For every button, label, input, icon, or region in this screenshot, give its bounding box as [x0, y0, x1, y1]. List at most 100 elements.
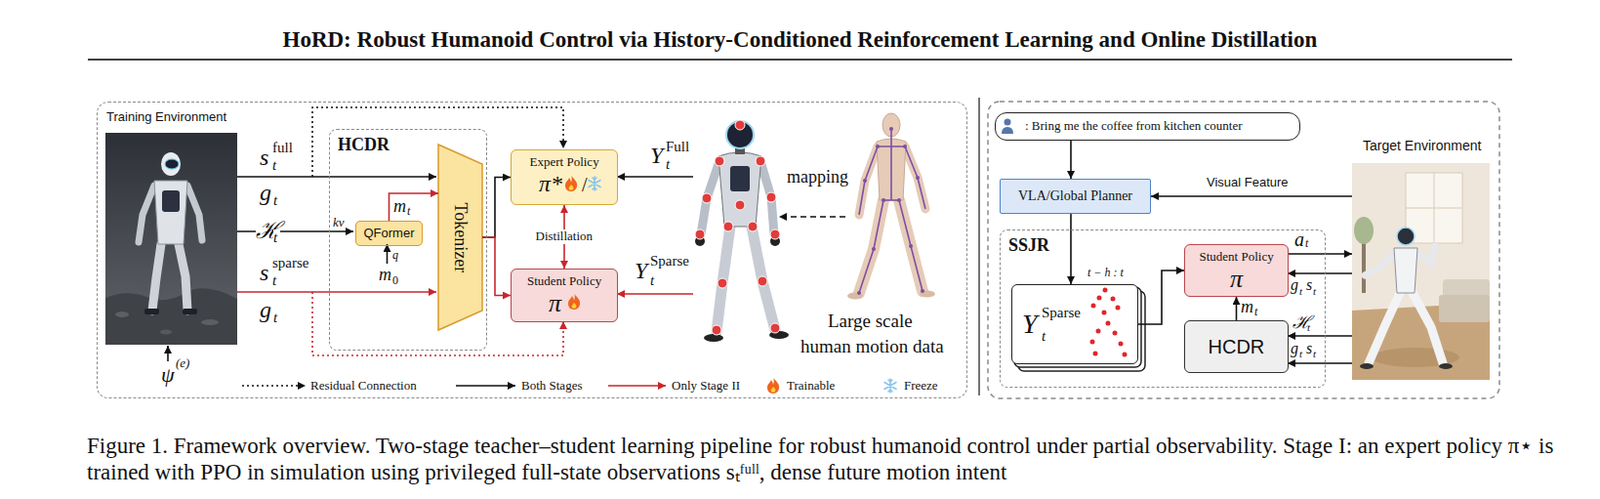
- connector-arrow: [1138, 270, 1185, 325]
- label-text: t: [273, 309, 278, 327]
- legend-samples-part: [455, 384, 516, 387]
- label-text: t: [1305, 237, 1309, 251]
- sim-robot-image-part: [144, 308, 160, 315]
- trajectory-stack-part-part: [1118, 341, 1124, 347]
- node-text: t: [1041, 328, 1046, 345]
- room-scene-part: [1359, 363, 1374, 370]
- label-text: kv: [332, 215, 345, 231]
- node-text: π: [548, 288, 562, 319]
- box-fill: [355, 220, 423, 247]
- label-text: Y: [634, 257, 648, 286]
- signal-lines-part: [237, 290, 437, 293]
- label-text: s: [259, 259, 269, 288]
- trajectory-stack: [1010, 283, 1146, 371]
- trajectory-stack-part-part: [1106, 321, 1111, 327]
- sim-robot-image-part: [162, 190, 180, 212]
- label-text: m: [393, 196, 407, 217]
- humanoid-robot-part-part: [757, 276, 768, 287]
- snowflake-icon: [588, 176, 601, 191]
- human-figure-part-part: [920, 288, 925, 293]
- signal-lines-part: [1287, 252, 1353, 255]
- human-figure-part: [859, 128, 926, 293]
- label-text: t: [273, 229, 278, 247]
- humanoid-robot-part-part: [770, 323, 780, 333]
- person-icon-part: [1004, 119, 1012, 126]
- node-text: Sparse: [1041, 304, 1081, 322]
- label-text: s: [259, 144, 269, 172]
- figure-title: HoRD: Robust Humanoid Control via Histor…: [283, 27, 1318, 53]
- label-text: m: [1240, 296, 1254, 318]
- label-text: full: [272, 139, 293, 157]
- sim-robot-image-part: [178, 244, 188, 311]
- legend-samples-part: [608, 384, 666, 387]
- module-box: QFormer: [355, 220, 423, 247]
- humanoid-robot-part-part: [723, 221, 734, 232]
- humanoid-robot: [695, 120, 789, 342]
- signal-lines: [167, 107, 1353, 364]
- trajectory-stack-part-part: [1090, 339, 1096, 345]
- sim-robot-image-part: [182, 308, 198, 315]
- signal-lines-part: [166, 345, 169, 362]
- label-text: human motion data: [800, 335, 944, 358]
- room-scene: [1352, 163, 1490, 380]
- label-text: m: [378, 264, 392, 286]
- sim-robot-image-part: [138, 185, 155, 243]
- room-scene-part: [1364, 251, 1395, 276]
- human-figure-part-part: [862, 178, 867, 183]
- sim-robot-image-part: [105, 132, 238, 345]
- humanoid-robot-part: [703, 333, 724, 342]
- room-scene-part: [1412, 292, 1443, 364]
- label-text: mapping: [786, 166, 849, 188]
- module-box: HCDRQFormerTokenizer: [328, 128, 488, 351]
- label-text: ψ: [161, 362, 175, 387]
- sim-robot-image-part: [115, 311, 129, 318]
- connector-arrow: [1235, 296, 1238, 321]
- room-scene-part: [1368, 292, 1400, 364]
- policy-box: Expert Policyπ*/: [510, 149, 618, 206]
- node-text: π: [1230, 264, 1243, 294]
- label-text: t: [1254, 305, 1258, 320]
- humanoid-robot-part: [718, 152, 762, 227]
- label-text: Large scale: [827, 310, 913, 332]
- module-box: SSJRYSparsetStudent PolicyπHCDR: [999, 229, 1326, 388]
- signal-lines-part: [237, 175, 437, 178]
- label-text: t: [1299, 285, 1303, 298]
- trajectory-stack-part-part: [1091, 303, 1097, 309]
- humanoid-robot-part-part: [770, 229, 780, 240]
- legend-samples-part: [242, 384, 306, 387]
- signal-lines-part: [312, 291, 564, 356]
- legend-text: Only Stage II: [671, 378, 740, 394]
- node-text: Student Policy: [1199, 249, 1274, 265]
- fire-icon: [767, 377, 780, 394]
- label-text: t: [273, 192, 278, 209]
- snowflake-icon: [884, 378, 897, 393]
- label-text: a: [1294, 228, 1305, 251]
- humanoid-robot-part: [716, 226, 731, 332]
- node-text: : Bring me the coffee from kitchen count…: [1025, 119, 1243, 134]
- room-scene-part: [1394, 247, 1418, 293]
- label-text: t: [665, 156, 670, 173]
- humanoid-robot-part: [726, 121, 754, 149]
- signal-lines-part: [616, 175, 694, 178]
- human-figure-part-part: [857, 290, 862, 295]
- node-text: QFormer: [364, 226, 415, 242]
- panel-frame: [987, 101, 1500, 399]
- humanoid-robot-part: [700, 161, 720, 235]
- signal-lines-part: [1287, 334, 1353, 337]
- humanoid-robot-part-part: [755, 156, 766, 166]
- edge-label: Distillation: [533, 229, 597, 245]
- box-fill: [510, 149, 618, 206]
- node-text: Expert Policy: [530, 155, 600, 170]
- human-figure-part-part: [875, 144, 880, 149]
- policy-box: Student Policyπ: [510, 268, 618, 323]
- sim-robot-image-part: [152, 244, 162, 311]
- room-scene-part: [1353, 216, 1374, 245]
- module-box: HCDR: [1184, 320, 1289, 373]
- label-text: t: [1299, 347, 1303, 361]
- signal-lines-part: [237, 230, 354, 233]
- label-text: Visual Feature: [1206, 175, 1289, 191]
- node-text: HCDR: [337, 134, 390, 156]
- node-text: Y: [1022, 308, 1038, 340]
